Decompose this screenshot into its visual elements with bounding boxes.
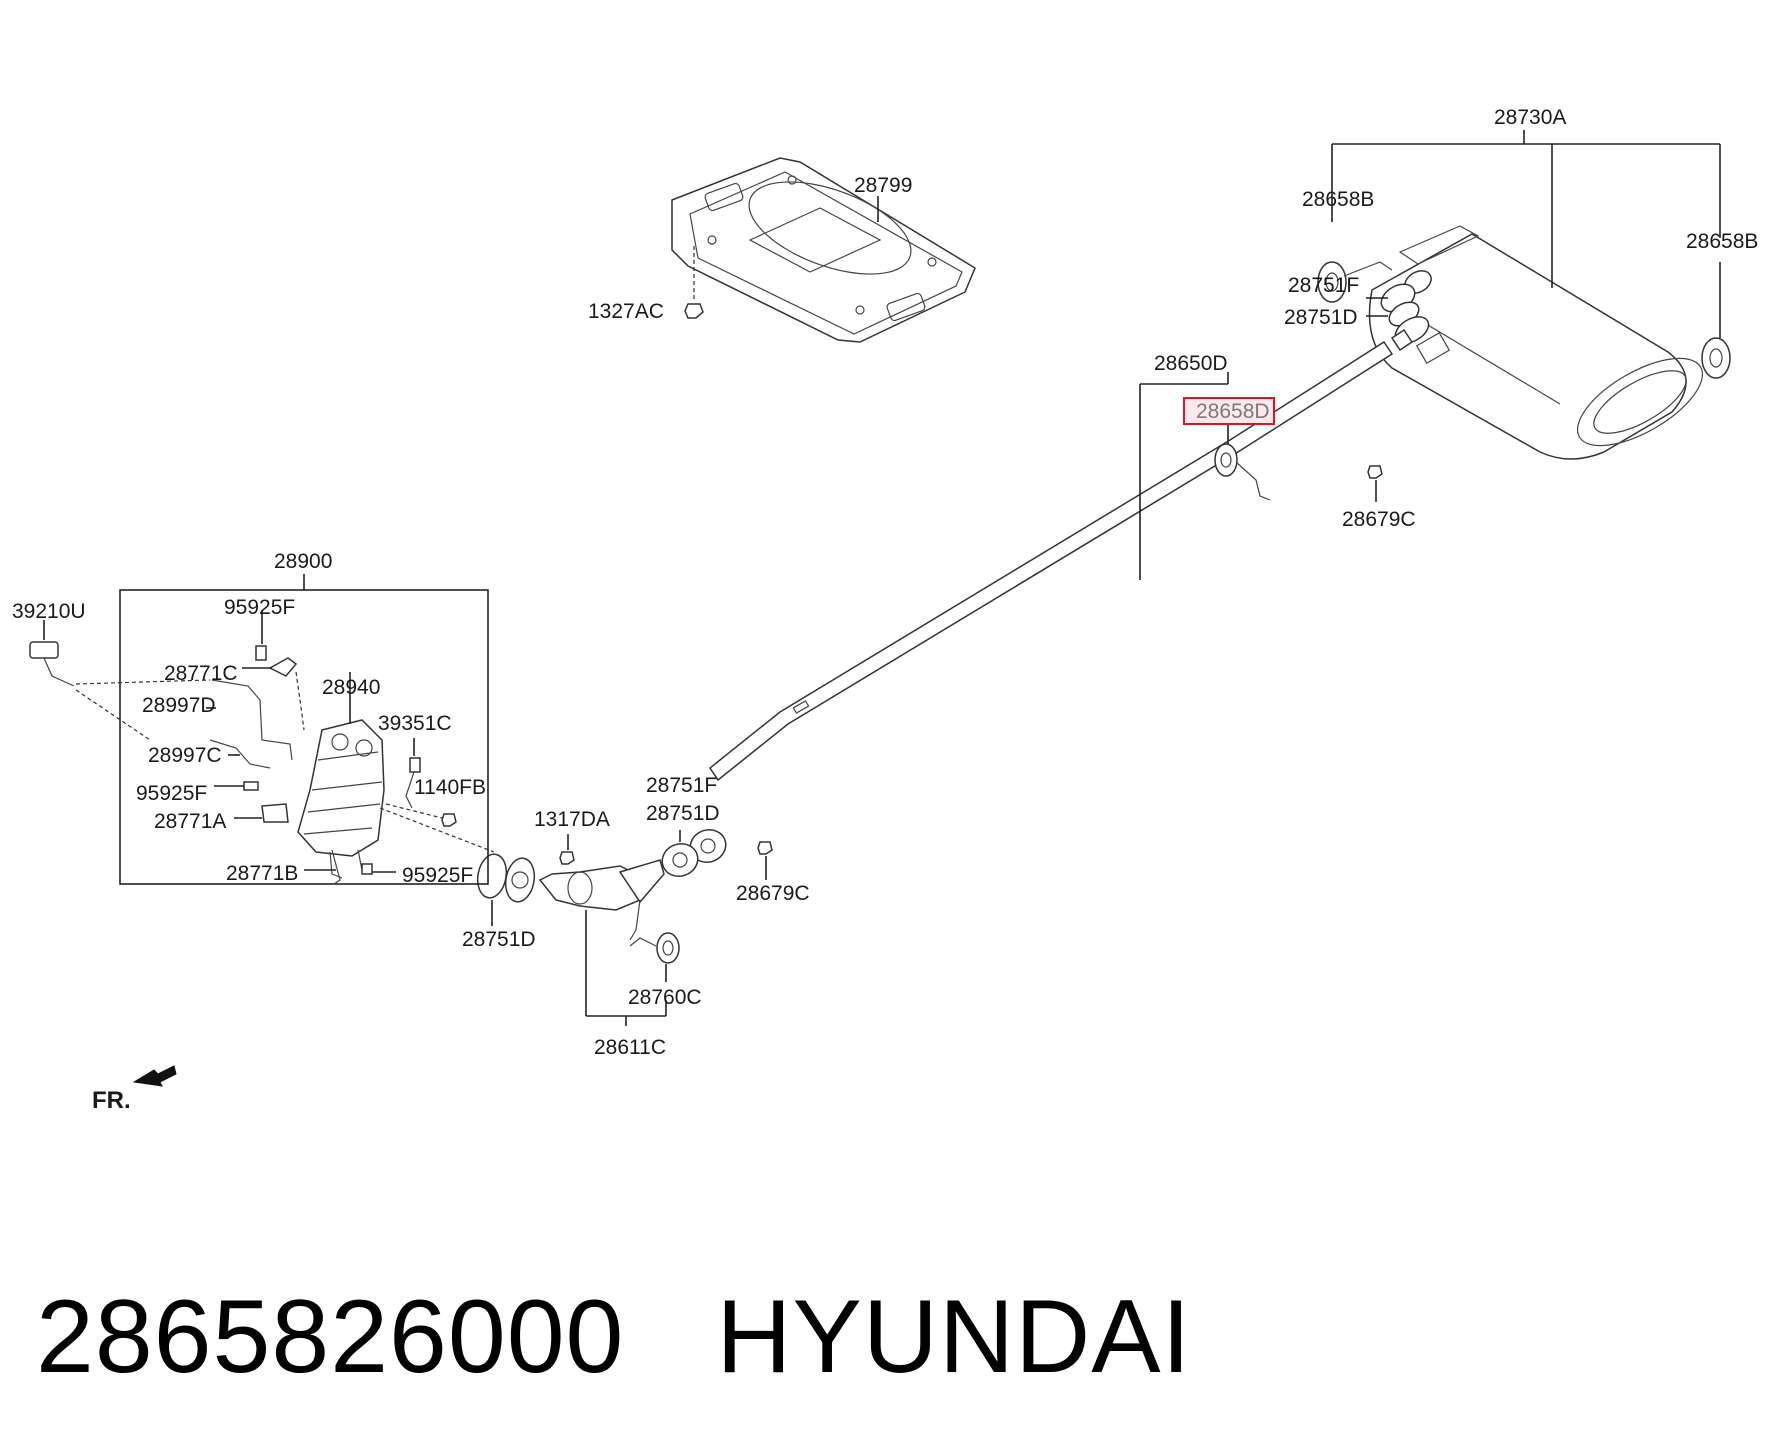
mid-gaskets-drawing <box>661 829 727 877</box>
label-28679C-mid: 28679C <box>736 882 810 905</box>
label-28751F-top: 28751F <box>1288 274 1359 297</box>
nut-28679C-mid <box>757 841 773 855</box>
hanger-28760C-drawing <box>629 932 680 964</box>
bolt-95925F-a <box>255 645 267 661</box>
label-39351C: 39351C <box>378 712 452 735</box>
catalytic-converter-28940-drawing <box>297 719 385 879</box>
leader-28650D <box>1139 372 1229 580</box>
label-28658B-right: 28658B <box>1686 230 1758 253</box>
label-28771B: 28771B <box>226 862 298 885</box>
label-28997D: 28997D <box>142 694 216 717</box>
leader-28730A <box>1331 130 1721 338</box>
label-1317DA: 1317DA <box>534 808 610 831</box>
label-28751D-top: 28751D <box>1284 306 1358 329</box>
bracket-28771A <box>261 803 289 823</box>
oxygen-sensor-39210U-drawing <box>29 641 75 687</box>
label-28760C: 28760C <box>628 986 702 1009</box>
center-pipe-drawing <box>708 328 1414 782</box>
label-95925F-a: 95925F <box>224 596 295 619</box>
label-28679C-top: 28679C <box>1342 508 1416 531</box>
caption-brand: HYUNDAI <box>716 1279 1192 1395</box>
label-1140FB: 1140FB <box>414 776 486 799</box>
hanger-28658D-drawing <box>1214 443 1271 501</box>
label-39210U: 39210U <box>12 600 86 623</box>
highlighted-part-box <box>1183 397 1275 425</box>
label-28611C: 28611C <box>594 1036 666 1059</box>
bolt-95925F-b <box>243 781 259 791</box>
sensor-dash-lines <box>75 679 211 741</box>
label-95925F-c: 95925F <box>402 864 473 887</box>
bracket-28771C <box>268 657 298 677</box>
label-28658B-left: 28658B <box>1302 188 1374 211</box>
leader-28611C <box>585 910 667 1026</box>
label-95925F-b: 95925F <box>136 782 207 805</box>
bolt-1140FB <box>441 813 457 827</box>
sensor-28997C-wire <box>209 739 271 769</box>
nut-28679C-top <box>1367 465 1383 479</box>
front-pipe-drawing <box>538 859 665 941</box>
bolt-95925F-c <box>361 863 373 875</box>
heat-shield-drawing <box>671 157 976 343</box>
dash-28771C <box>295 671 305 731</box>
sensor-28997D-wire <box>211 679 293 761</box>
label-fr: FR. <box>92 1087 131 1114</box>
bracket-28771B <box>331 849 341 885</box>
label-28799: 28799 <box>854 174 912 197</box>
label-28650D: 28650D <box>1154 352 1228 375</box>
label-28771A: 28771A <box>154 810 226 833</box>
label-28771C: 28771C <box>164 662 238 685</box>
catalytic-converter-box <box>119 589 489 885</box>
bolt-1327AC-drawing <box>684 303 704 319</box>
front-direction-arrow-icon <box>132 1065 177 1087</box>
label-28751D-mid: 28751D <box>646 802 720 825</box>
label-28900: 28900 <box>274 550 332 573</box>
label-28997C: 28997C <box>148 744 222 767</box>
caption-part-number: 2865826000 <box>36 1279 625 1395</box>
label-28730A: 28730A <box>1494 106 1566 129</box>
rubber-hanger-28658B-left <box>1317 261 1347 303</box>
part-caption: 2865826000 HYUNDAI <box>36 1278 1191 1397</box>
dash-1140FB <box>385 803 443 819</box>
dash-to-gasket <box>379 807 495 853</box>
front-flange-gasket-drawing <box>476 853 536 903</box>
sensor-39351C-drawing <box>405 757 421 809</box>
label-28658D: 28658D <box>1196 400 1270 423</box>
label-1327AC: 1327AC <box>588 300 664 323</box>
label-28751D-low: 28751D <box>462 928 536 951</box>
label-28751F-mid: 28751F <box>646 774 717 797</box>
rubber-hanger-28658B-right <box>1701 337 1731 379</box>
rear-muffler-drawing <box>1368 225 1704 460</box>
nut-1317DA <box>559 851 575 865</box>
label-28940: 28940 <box>322 676 380 699</box>
muffler-hanger-rod <box>1343 261 1393 277</box>
